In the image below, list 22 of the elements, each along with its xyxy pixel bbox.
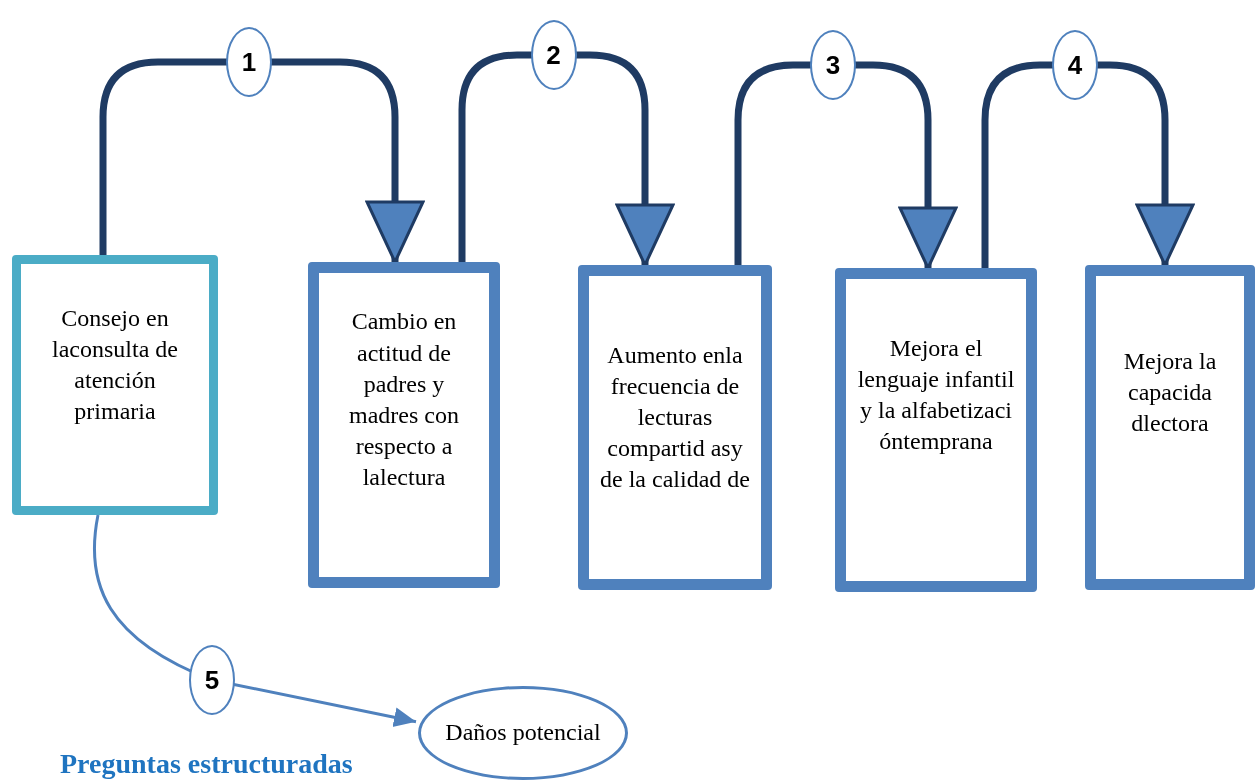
node-text: Consejo en laconsulta de atención primaria: [51, 303, 179, 427]
process-box: [12, 255, 218, 515]
process-box: [578, 265, 772, 590]
arrow: [458, 51, 675, 267]
step-number: 1: [226, 27, 272, 97]
arrow: [99, 58, 425, 264]
node-text: Mejora el lenguaje infantil y la alfabetizaci óntemprana: [856, 333, 1016, 457]
arrow: [93, 514, 417, 728]
step-number: 2: [530, 20, 577, 90]
node-text: Cambio en actitud de padres y madres con respecto a lalectura: [348, 307, 460, 493]
section-heading: Preguntas estructuradas: [60, 748, 353, 780]
node-text: Aumento enla frecuencia de lecturas compartid asy de la calidad de: [599, 340, 751, 495]
step-number: 3: [810, 30, 856, 100]
arrow: [734, 61, 958, 270]
process-box: [1085, 265, 1255, 590]
arrow: [981, 61, 1195, 268]
step-number: 5: [189, 645, 235, 715]
node-text: Daños potencial: [445, 718, 601, 748]
process-box: [308, 262, 500, 588]
process-box: [835, 268, 1037, 592]
node-text: Mejora la capacida dlectora: [1122, 346, 1218, 439]
step-number: 4: [1052, 30, 1098, 100]
